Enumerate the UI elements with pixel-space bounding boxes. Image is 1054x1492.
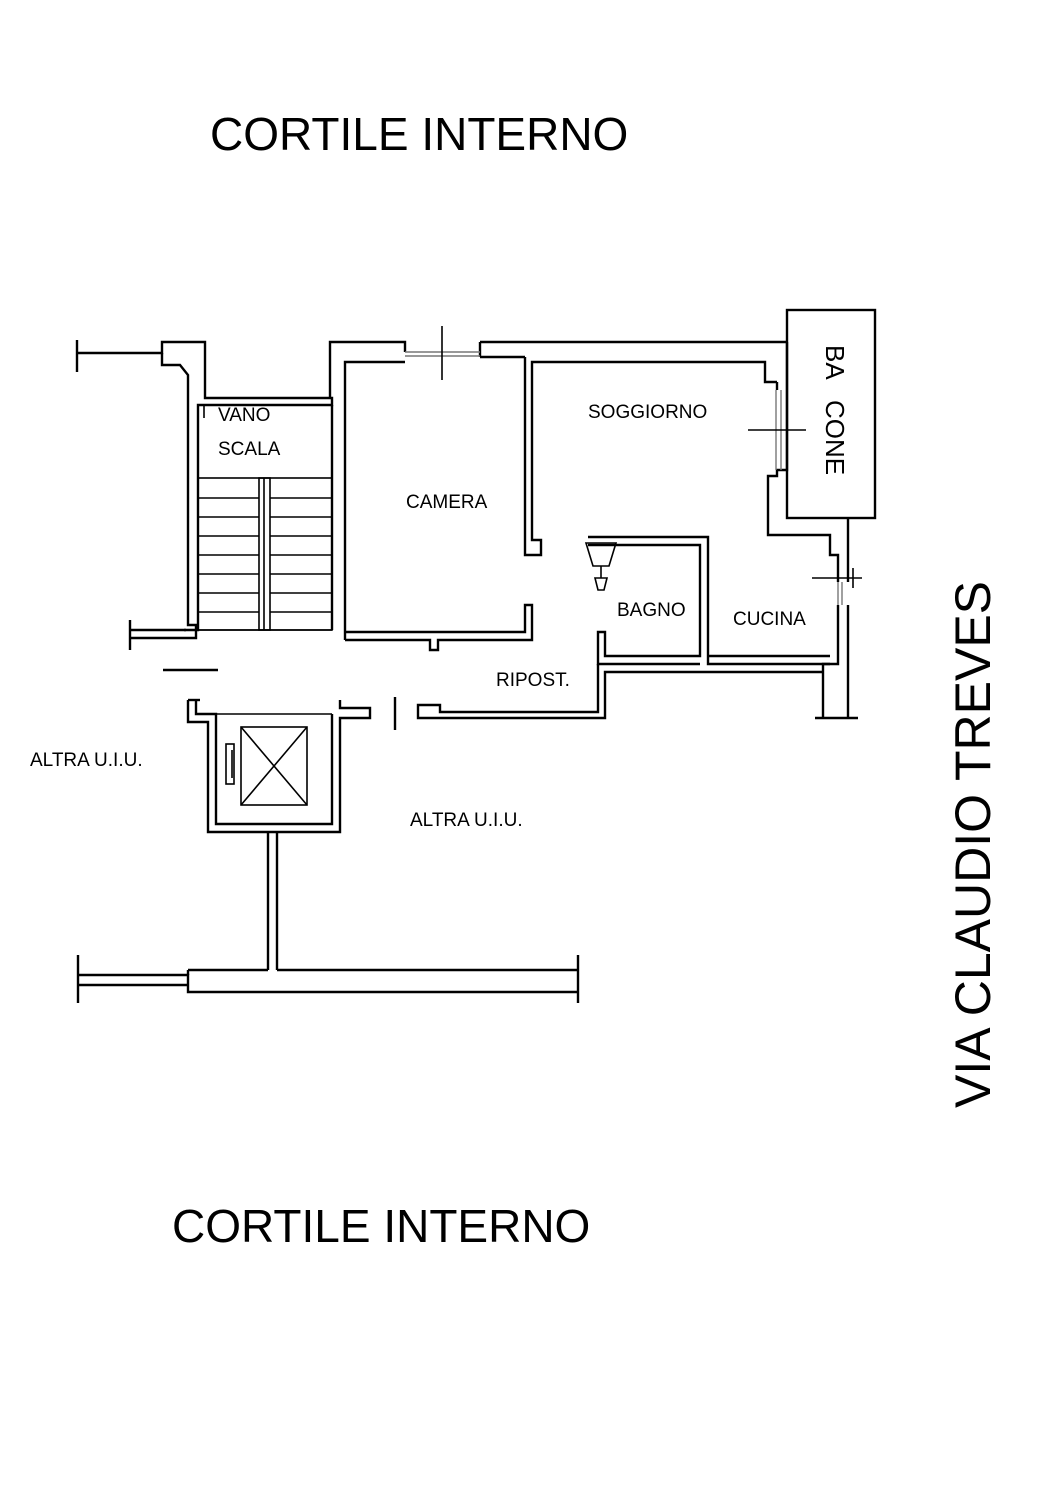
staircase — [197, 477, 333, 631]
soggiorno-label: SOGGIORNO — [588, 402, 707, 423]
balcony-label-1: BA — [820, 345, 850, 380]
vano-label: VANO — [218, 405, 270, 426]
stair-core-walls — [75, 340, 334, 650]
courtyard-top-label: CORTILE INTERNO — [210, 108, 628, 160]
lower-walls — [76, 832, 580, 1003]
camera-label: CAMERA — [406, 492, 488, 513]
cucina-label: CUCINA — [733, 609, 806, 630]
ripostiglio-label: RIPOST. — [496, 670, 570, 691]
street-label: VIA CLAUDIO TREVES — [945, 581, 1001, 1108]
window-marks — [441, 326, 862, 588]
toilet-fixture — [584, 542, 618, 591]
bagno-label: BAGNO — [617, 600, 686, 621]
scala-label: SCALA — [218, 439, 281, 460]
courtyard-bottom-label: CORTILE INTERNO — [172, 1200, 590, 1252]
other-unit-center-label: ALTRA U.I.U. — [410, 810, 523, 831]
balcony-label-2: CONE — [820, 400, 850, 475]
apartment-walls — [328, 340, 858, 730]
elevator-block — [163, 668, 372, 834]
balcony-outline — [785, 308, 877, 520]
other-unit-left-label: ALTRA U.I.U. — [30, 750, 143, 771]
